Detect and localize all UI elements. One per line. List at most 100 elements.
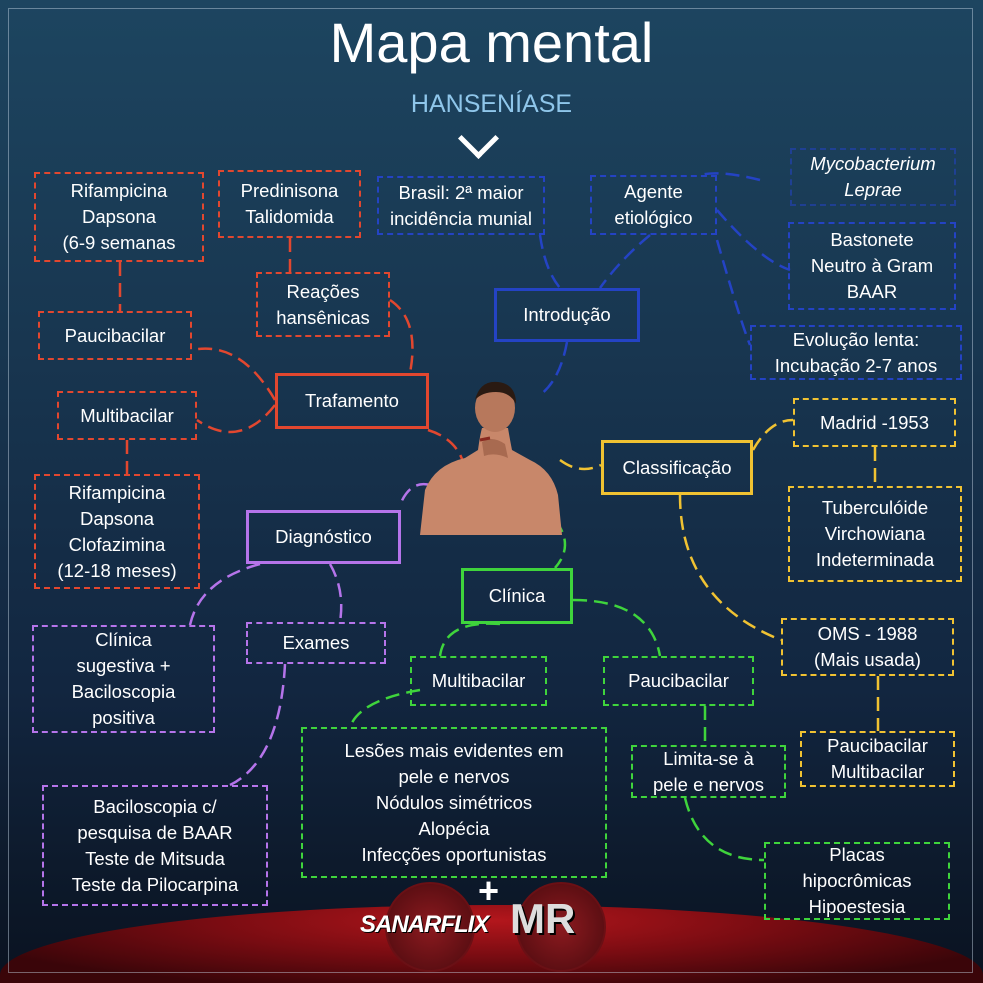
node-text-line: Talidomida <box>245 206 334 227</box>
node-text-line: Predinisona <box>240 180 339 201</box>
node-clinica-sugestiva: Clínica sugestiva + Baciloscopia positiva <box>32 625 215 733</box>
node-text-line: Reações <box>286 280 360 302</box>
introducao-connector <box>538 234 561 289</box>
node-evolucao: Evolução lenta: Incubação 2-7 anos <box>750 325 962 380</box>
page-subtitle: HANSENÍASE <box>410 90 573 118</box>
node-text-line: Evolução lenta: <box>792 328 920 350</box>
node-paucibacilar-clin: Paucibacilar <box>603 656 754 706</box>
node-text-line: Multibacilar <box>431 670 526 691</box>
introducao-connector <box>598 234 651 289</box>
node-text-line: Rifampicina <box>70 180 168 201</box>
node-agente: Agente etiológico <box>590 175 717 235</box>
node-text-line: Hipoestesia <box>808 896 906 917</box>
node-multibacilar-trat: Multibacilar <box>57 391 197 440</box>
classificacao-connector <box>559 458 602 471</box>
sanarflix-logo: SANARFLIX <box>360 911 489 938</box>
node-text-line: Multibacilar <box>80 404 174 426</box>
page-title: Mapa mental <box>329 11 654 74</box>
node-text-line: Dapsona <box>79 507 155 529</box>
node-text-line: Mycobacterium <box>810 153 936 174</box>
node-text-line: Rifampicina <box>68 481 166 503</box>
node-text-line: etiológico <box>614 207 693 228</box>
node-text-line: Clínica <box>95 629 152 650</box>
node-text-line: Lesões mais evidentes em <box>344 739 564 761</box>
tratamento-connector <box>389 298 414 374</box>
node-text-line: Placas <box>829 844 885 865</box>
clinica-connector <box>683 797 765 862</box>
node-text-line: Baciloscopia <box>71 681 176 702</box>
node-text-line: pele e nervos <box>652 773 765 795</box>
node-brasil: Brasil: 2ª maior incidência munial <box>377 176 545 235</box>
node-text-line: Paucibacilar <box>628 670 729 691</box>
classificacao-connector <box>751 418 794 451</box>
node-text-line: Limita-se à <box>663 747 754 769</box>
node-text-line: Teste de Mitsuda <box>85 847 225 869</box>
node-text-line: (12-18 meses) <box>57 559 177 581</box>
node-classificacao: Classificação <box>601 440 753 495</box>
node-text-line: Dapsona <box>81 206 157 227</box>
diagnostico-connector <box>188 562 261 626</box>
node-paucibacilar-trat: Paucibacilar <box>38 311 192 360</box>
node-text-line: pesquisa de BAAR <box>77 821 233 843</box>
node-text-line: Incubação 2-7 anos <box>774 354 938 376</box>
node-text-line: OMS - 1988 <box>817 623 918 644</box>
node-clinica: Clínica <box>461 568 573 624</box>
node-text-line: Introdução <box>523 304 611 325</box>
node-text-line: Classificação <box>622 456 732 478</box>
node-text-line: Paucibacilar <box>64 324 166 346</box>
node-introducao: Introdução <box>494 288 640 342</box>
node-text-line: sugestiva + <box>76 655 171 676</box>
node-tratamento: Trafamento <box>275 373 429 429</box>
node-text-line: Indeterminada <box>815 549 935 570</box>
node-text-line: Alopécia <box>418 817 490 839</box>
introducao-connector <box>716 209 791 272</box>
mr-logo-circle <box>516 882 606 972</box>
node-text-line: BAAR <box>846 281 898 302</box>
diagnostico-connector <box>328 563 343 623</box>
node-exames: Exames <box>246 622 386 664</box>
node-text-line: Madrid -1953 <box>819 411 929 433</box>
node-text-line: Teste da Pilocarpina <box>71 873 239 895</box>
diagnostico-connector <box>229 663 287 787</box>
node-text-line: Trafamento <box>305 390 399 411</box>
introducao-connector <box>699 172 761 182</box>
node-text-line: pele e nervos <box>398 765 510 787</box>
node-text-line: positiva <box>92 707 155 728</box>
classificacao-connector <box>678 494 782 642</box>
node-text-line: Clofazimina <box>68 533 166 555</box>
node-text-line: Brasil: 2ª maior <box>398 181 524 203</box>
mr-logo: MR <box>510 895 576 942</box>
plus-icon: + <box>478 870 500 911</box>
node-oms: OMS - 1988 (Mais usada) <box>781 618 954 676</box>
node-text-line: Agente <box>624 181 683 202</box>
introducao-connector <box>539 341 569 396</box>
node-text-line: Diagnóstico <box>275 526 372 547</box>
node-text-line: Bastonete <box>830 229 914 250</box>
patient-back-image <box>420 380 562 535</box>
node-limita: Limita-se à pele e nervos <box>631 745 786 798</box>
diagnostico-connector <box>398 482 431 506</box>
node-text-line: Exames <box>282 632 350 653</box>
node-text-line: Tuberculóide <box>821 497 929 518</box>
node-text-line: Baciloscopia c/ <box>93 795 217 817</box>
node-text-line: (Mais usada) <box>814 649 921 670</box>
node-text-line: incidência munial <box>390 207 532 229</box>
node-text-line: Paucibacilar <box>827 735 928 756</box>
clinica-connector <box>438 622 501 657</box>
node-text-line: hipocrômicas <box>802 870 912 891</box>
node-text-line: Clínica <box>488 585 546 606</box>
node-text-line: Neutro à Gram <box>810 255 934 276</box>
introducao-connector <box>715 239 752 346</box>
node-text-line: Infecções oportunistas <box>361 843 547 865</box>
node-exames-lista: Baciloscopia c/pesquisa de BAAR Teste de … <box>42 785 268 906</box>
node-multibacilar-clin: Multibacilar <box>410 656 547 706</box>
